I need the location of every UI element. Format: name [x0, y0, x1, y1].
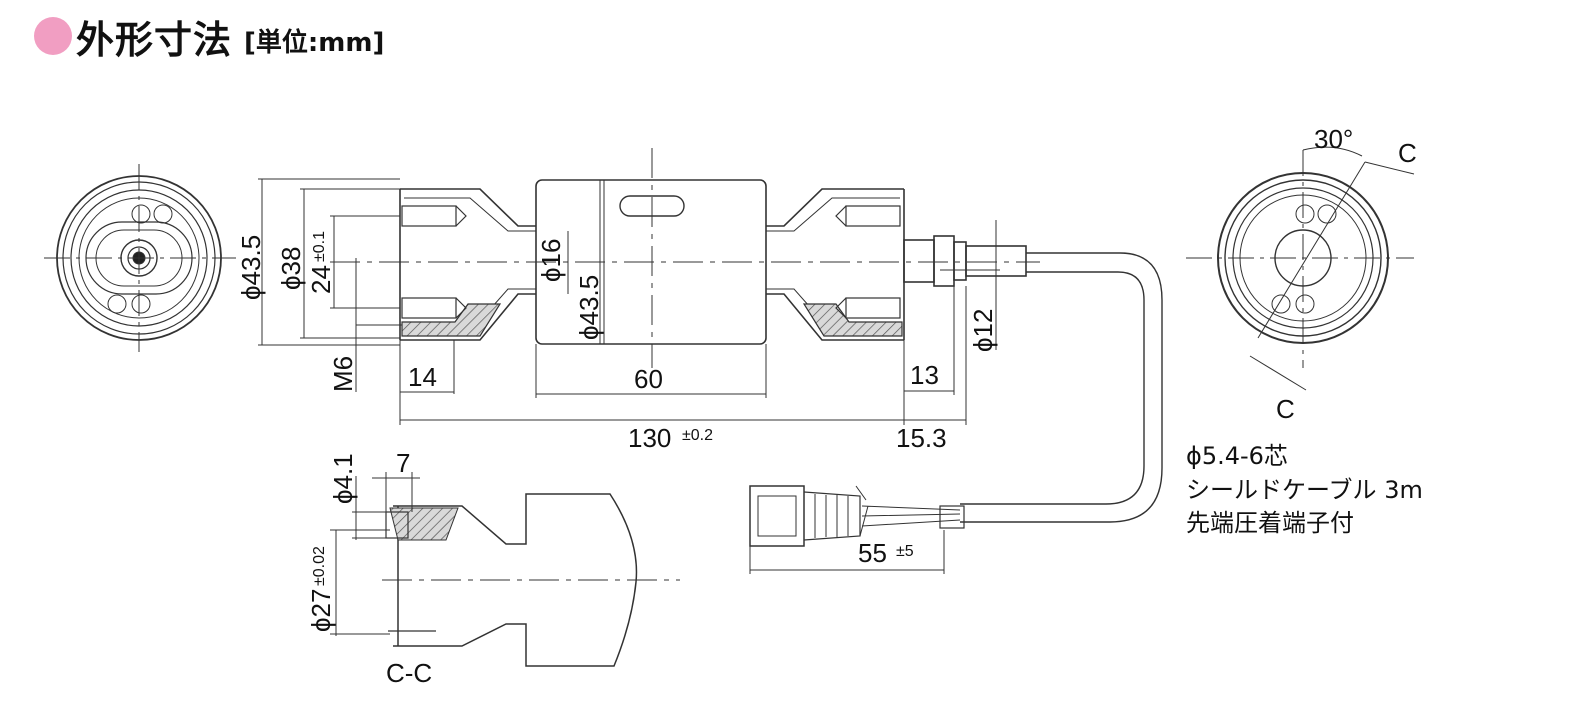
main-side-view — [330, 148, 1163, 523]
section-mark-c-bottom: C — [1276, 394, 1295, 424]
dim-od-43-5-body: ϕ43.5 — [574, 275, 604, 340]
dim-7: 7 — [396, 448, 410, 478]
section-title: 外形寸法 — [76, 17, 233, 62]
unit-label: [単位:mm] — [244, 27, 385, 58]
section-mark-c-top: C — [1398, 138, 1417, 168]
section-header: 外形寸法 [単位:mm] — [34, 12, 385, 62]
dim-od-38: ϕ38 — [276, 247, 306, 290]
dim-od-12: ϕ12 — [968, 309, 998, 352]
angle-30: 30° — [1314, 124, 1353, 154]
dim-od-4-1: ϕ4.1 — [328, 453, 358, 504]
cable-note-line-1: ϕ5.4-6芯 — [1186, 442, 1288, 470]
dim-od-16: ϕ16 — [536, 239, 566, 282]
dim-24-tol: ±0.1 — [311, 231, 328, 262]
bullet-dot-icon — [34, 17, 72, 55]
dim-130-tol: ±0.2 — [682, 427, 713, 444]
left-end-view — [44, 164, 236, 352]
right-end-view — [1186, 146, 1415, 391]
dim-od-27: ϕ27 — [306, 589, 336, 632]
cable-note-line-3: 先端圧着端子付 — [1186, 509, 1354, 537]
dim-55-tol: ±5 — [896, 543, 914, 560]
terminal-connector — [749, 485, 965, 574]
section-cc-label: C-C — [386, 658, 432, 688]
dim-od-43-5-side: ϕ43.5 — [236, 235, 266, 300]
dim-15-3: 15.3 — [896, 423, 947, 453]
dim-13: 13 — [910, 360, 939, 390]
dim-m6: M6 — [328, 356, 358, 392]
dim-24: 24 — [306, 265, 336, 294]
dim-130: 130 — [628, 423, 671, 453]
section-cc-view — [382, 493, 680, 667]
cable-note-line-2: シールドケーブル 3m — [1186, 476, 1423, 504]
dim-60: 60 — [634, 364, 663, 394]
section-cc-dimension-lines — [330, 472, 420, 636]
dim-od-27-tol: ±0.02 — [311, 546, 328, 586]
main-dimension-lines — [258, 178, 997, 425]
dim-14: 14 — [408, 362, 437, 392]
dim-55: 55 — [858, 538, 887, 568]
